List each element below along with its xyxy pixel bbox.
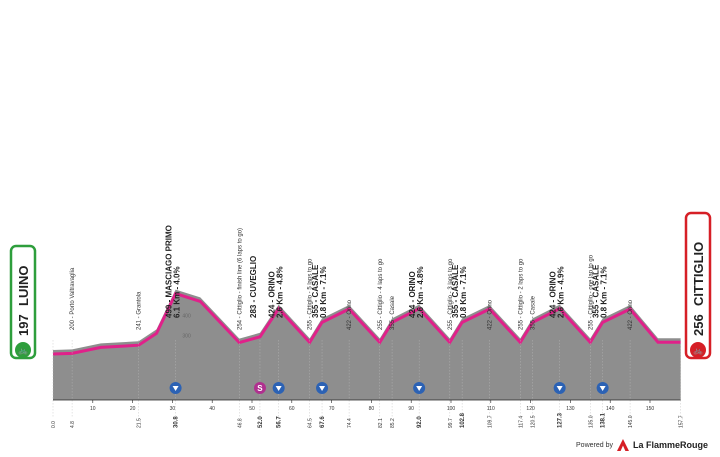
kom-arrow xyxy=(556,386,563,391)
climb-label: 424 - ORINO xyxy=(408,271,417,318)
waypoint-km: 46.8 xyxy=(237,418,243,428)
bike-icon xyxy=(15,342,31,358)
km-tick-label: 110 xyxy=(487,406,495,412)
waypoint-km: 4.8 xyxy=(70,421,76,428)
climb-label: 0.8 Km - 7.1% xyxy=(600,266,609,318)
waypoint-km: 145.0 xyxy=(628,415,634,428)
kom-arrow xyxy=(416,386,423,391)
start-name: LUINO xyxy=(16,266,31,306)
bike-glyph: 🚲 xyxy=(18,346,28,355)
waypoint-km: 120.5 xyxy=(531,415,537,428)
waypoint-label: 422 - Orino xyxy=(347,299,353,330)
climb-label: 6.1 Km - 4.0% xyxy=(173,266,182,318)
climb-label: 355 - CASALE xyxy=(592,264,601,318)
km-tick-label: 30 xyxy=(170,406,176,412)
waypoint-km: 21.5 xyxy=(137,418,143,428)
waypoint-label: 422 - Orino xyxy=(488,299,494,330)
waypoint-label: 255 - Cittiglio - 4 laps to go xyxy=(378,258,384,330)
km-tick-label: 140 xyxy=(606,406,615,412)
start-alt: 197 xyxy=(16,314,31,336)
start-badge: 197 LUINO 🚲 xyxy=(9,244,37,360)
waypoint-km: 157.7 xyxy=(679,415,685,428)
climb-label: 499 - MASCIAGO PRIMO xyxy=(165,225,174,318)
climb-label: 2.6 Km - 4.8% xyxy=(276,266,285,318)
waypoint-km: 67.6 xyxy=(320,416,326,428)
kom-arrow xyxy=(172,386,179,391)
km-tick-label: 40 xyxy=(209,406,215,412)
km-tick-label: 100 xyxy=(447,406,456,412)
climb-label: 0.8 Km - 7.1% xyxy=(319,266,328,318)
waypoint-km: 109.7 xyxy=(488,415,494,428)
km-tick-label: 70 xyxy=(329,406,335,412)
sprint-letter: S xyxy=(257,384,263,393)
km-tick-label: 10 xyxy=(90,406,96,412)
profile-area xyxy=(53,289,681,400)
finish-bike-icon xyxy=(690,342,706,358)
waypoint-label: 255 - Cittiglio - 5 laps to go xyxy=(308,258,314,330)
waypoint-km: 92.0 xyxy=(417,416,423,428)
brand-name: La FlammeRouge xyxy=(632,440,708,450)
km-tick-label: 80 xyxy=(369,406,375,412)
waypoint-km: 117.4 xyxy=(518,416,524,428)
climb-label: 283 - CUVEGLIO xyxy=(249,256,258,318)
waypoint-km: 0.0 xyxy=(51,421,57,428)
climb-label: 355 - CASALE xyxy=(451,264,460,318)
climb-label: 0.8 Km - 7.1% xyxy=(459,266,468,318)
km-tick-label: 60 xyxy=(289,406,295,412)
kom-arrow xyxy=(599,386,606,391)
kom-arrow xyxy=(319,386,326,391)
waypoint-label: 255 - Cittiglio - 3 laps to go xyxy=(448,258,454,330)
waypoint-km: 64.5 xyxy=(308,418,314,428)
waypoint-km: 52.0 xyxy=(258,416,264,428)
waypoint-label: 355 - Casale xyxy=(390,295,396,330)
waypoint-label: 255 - Cittiglio - one lap to go xyxy=(588,254,594,330)
waypoint-km: 74.4 xyxy=(347,418,353,428)
km-tick-label: 120 xyxy=(526,406,535,412)
waypoint-km: 135.0 xyxy=(588,415,594,428)
finish-name: CITTIGLIO xyxy=(691,242,706,306)
waypoint-km: 82.1 xyxy=(378,418,384,428)
climb-label: 2.6 Km - 4.9% xyxy=(557,266,566,318)
waypoint-label: 422 - Orino xyxy=(628,299,634,330)
finish-bike-glyph: 🚲 xyxy=(693,346,703,355)
climb-label: 355 - CASALE xyxy=(311,264,320,318)
waypoint-km: 138.1 xyxy=(601,412,607,428)
waypoint-km: 127.3 xyxy=(558,412,564,428)
waypoint-label: 241 - Grantola xyxy=(137,291,143,330)
waypoint-label: 254 - Cittiglio - finish line (6 laps to… xyxy=(237,228,243,330)
road-line xyxy=(52,291,681,356)
climb-label: 424 - ORINO xyxy=(268,271,277,318)
intermediate-sprint-icon xyxy=(253,382,266,394)
waypoint-km: 56.7 xyxy=(277,416,283,428)
finish-alt: 256 xyxy=(691,314,706,336)
waypoint-label: 255 - Cittiglio - 2 laps to go xyxy=(518,258,524,330)
powered-by: Powered by xyxy=(576,441,613,449)
flamme-rouge-logo-icon xyxy=(616,439,629,451)
waypoint-label: 200 - Porto Valtravaglia xyxy=(70,267,76,330)
km-tick-label: 50 xyxy=(249,406,255,412)
waypoint-label: 355 - Casale xyxy=(531,295,537,330)
finish-badge: 256 CITTIGLIO 🚲 xyxy=(684,211,712,360)
route-markers: S xyxy=(169,382,609,394)
climb-label: 2.6 Km - 4.8% xyxy=(416,266,425,318)
elevation-profile: 400 300 xyxy=(52,289,681,400)
km-axis: 10 20 30 40 50 60 70 80 90 100 110 120 130 140 150 xyxy=(53,399,681,412)
y-tick-label: 400 xyxy=(182,313,191,319)
climb-label: 424 - ORINO xyxy=(549,271,558,318)
waypoint-km: 30.8 xyxy=(174,416,180,428)
waypoint-labels: 0.0 4.8 200 - Porto Valtravaglia 21.5 241 - … xyxy=(51,225,685,428)
brand: Powered by La FlammeRouge xyxy=(576,439,708,451)
waypoint-km: 99.7 xyxy=(448,418,454,428)
km-tick-label: 90 xyxy=(408,406,414,412)
kom-arrow xyxy=(275,386,282,391)
km-tick-label: 130 xyxy=(566,406,575,412)
waypoint-km: 85.2 xyxy=(390,418,396,428)
waypoint-km: 102.8 xyxy=(460,412,466,428)
y-tick-label: 300 xyxy=(182,333,191,339)
km-tick-label: 20 xyxy=(130,406,136,412)
km-tick-label: 150 xyxy=(646,406,655,412)
